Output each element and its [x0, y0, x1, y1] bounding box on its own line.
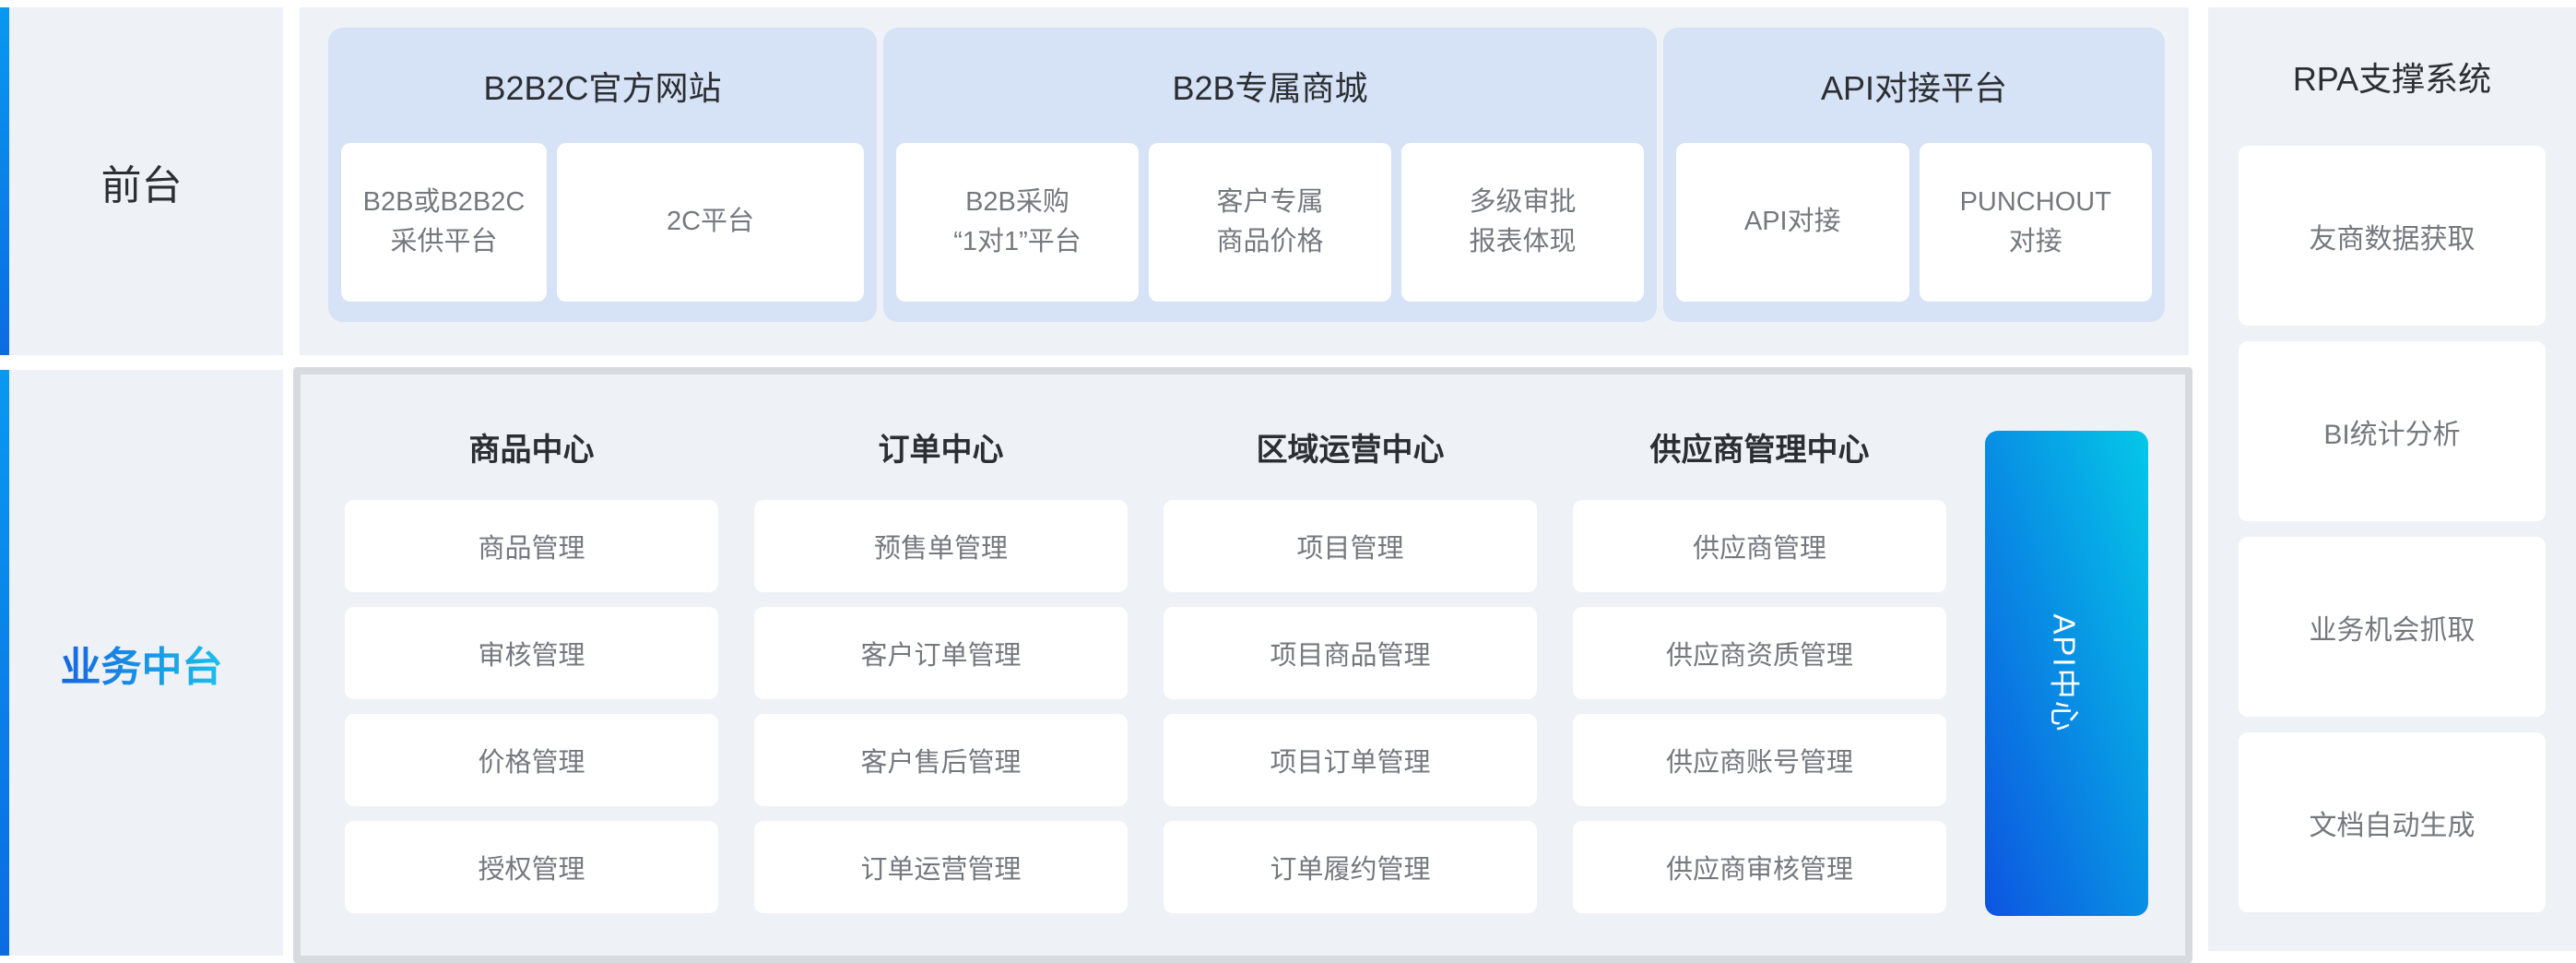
center-cards: 供应商管理 供应商资质管理 供应商账号管理 供应商审核管理	[1573, 500, 1946, 913]
center-card: 项目订单管理	[1164, 714, 1537, 806]
frontend-panel: B2B2C官方网站 B2B或B2B2C 采供平台 2C平台 B2B专属商城 B2…	[300, 7, 2189, 355]
rpa-cards: 友商数据获取 BI统计分析 业务机会抓取 文档自动生成	[2208, 146, 2576, 912]
middle-platform-inner: 商品中心 商品管理 审核管理 价格管理 授权管理 订单中心 预售单管理 客户订单…	[301, 374, 2185, 956]
business-middle-platform-panel: 业务中台	[0, 370, 283, 956]
center-title: 区域运营中心	[1256, 432, 1445, 468]
centers-row: 商品中心 商品管理 审核管理 价格管理 授权管理 订单中心 预售单管理 客户订单…	[345, 374, 1946, 913]
center-order: 订单中心 预售单管理 客户订单管理 客户售后管理 订单运营管理	[754, 374, 1128, 913]
center-product: 商品中心 商品管理 审核管理 价格管理 授权管理	[345, 374, 718, 913]
center-cards: 预售单管理 客户订单管理 客户售后管理 订单运营管理	[754, 500, 1128, 913]
rpa-card: 文档自动生成	[2239, 732, 2546, 912]
center-card: 订单履约管理	[1164, 821, 1537, 913]
frontend-card: 2C平台	[557, 143, 864, 302]
frontend-card: 客户专属 商品价格	[1149, 143, 1391, 302]
middle-platform-box: 商品中心 商品管理 审核管理 价格管理 授权管理 订单中心 预售单管理 客户订单…	[293, 367, 2192, 963]
api-center-label: API中心	[2047, 613, 2082, 733]
group-api-integration-platform: API对接平台 API对接 PUNCHOUT 对接	[1663, 28, 2165, 322]
rpa-card: 友商数据获取	[2239, 146, 2546, 326]
center-card: 客户订单管理	[754, 607, 1128, 699]
center-title: 订单中心	[878, 432, 1004, 468]
center-card: 客户售后管理	[754, 714, 1128, 806]
frontend-card: API对接	[1676, 143, 1909, 302]
center-supplier-management: 供应商管理中心 供应商管理 供应商资质管理 供应商账号管理 供应商审核管理	[1573, 374, 1946, 913]
frontend-card: PUNCHOUT 对接	[1919, 143, 2152, 302]
center-card: 订单运营管理	[754, 821, 1128, 913]
group-cards: B2B或B2B2C 采供平台 2C平台	[341, 143, 864, 302]
rpa-card: 业务机会抓取	[2239, 537, 2546, 717]
center-card: 供应商资质管理	[1573, 607, 1946, 699]
group-title: B2B2C官方网站	[483, 68, 722, 107]
accent-stripe	[0, 370, 9, 956]
rpa-title: RPA支撑系统	[2292, 60, 2492, 98]
center-card: 授权管理	[345, 821, 718, 913]
center-cards: 项目管理 项目商品管理 项目订单管理 订单履约管理	[1164, 500, 1537, 913]
front-stage-panel: 前台	[0, 7, 283, 355]
center-cards: 商品管理 审核管理 价格管理 授权管理	[345, 500, 718, 913]
center-title: 供应商管理中心	[1649, 432, 1870, 468]
center-card: 项目管理	[1164, 500, 1537, 592]
frontend-card: 多级审批 报表体现	[1401, 143, 1644, 302]
center-card: 项目商品管理	[1164, 607, 1537, 699]
center-card: 预售单管理	[754, 500, 1128, 592]
frontend-groups: B2B2C官方网站 B2B或B2B2C 采供平台 2C平台 B2B专属商城 B2…	[328, 28, 2165, 322]
center-card: 审核管理	[345, 607, 718, 699]
frontend-card: B2B或B2B2C 采供平台	[341, 143, 547, 302]
group-cards: API对接 PUNCHOUT 对接	[1676, 143, 2152, 302]
accent-stripe	[0, 7, 9, 355]
center-regional-operations: 区域运营中心 项目管理 项目商品管理 项目订单管理 订单履约管理	[1164, 374, 1537, 913]
group-b2b2c-official-site: B2B2C官方网站 B2B或B2B2C 采供平台 2C平台	[328, 28, 877, 322]
api-center-bar: API中心	[1985, 431, 2148, 916]
center-card: 供应商审核管理	[1573, 821, 1946, 913]
group-cards: B2B采购 “1对1”平台 客户专属 商品价格 多级审批 报表体现	[896, 143, 1644, 302]
rpa-support-panel: RPA支撑系统 友商数据获取 BI统计分析 业务机会抓取 文档自动生成	[2208, 7, 2576, 951]
center-card: 价格管理	[345, 714, 718, 806]
center-title: 商品中心	[468, 432, 595, 468]
group-b2b-exclusive-mall: B2B专属商城 B2B采购 “1对1”平台 客户专属 商品价格 多级审批 报表体…	[883, 28, 1657, 322]
group-title: API对接平台	[1820, 68, 2008, 107]
center-card: 供应商管理	[1573, 500, 1946, 592]
front-stage-label: 前台	[100, 162, 183, 208]
center-card: 商品管理	[345, 500, 718, 592]
group-title: B2B专属商城	[1172, 68, 1368, 107]
rpa-card: BI统计分析	[2239, 341, 2546, 521]
center-card: 供应商账号管理	[1573, 714, 1946, 806]
business-middle-platform-label: 业务中台	[61, 634, 223, 693]
frontend-card: B2B采购 “1对1”平台	[896, 143, 1139, 302]
